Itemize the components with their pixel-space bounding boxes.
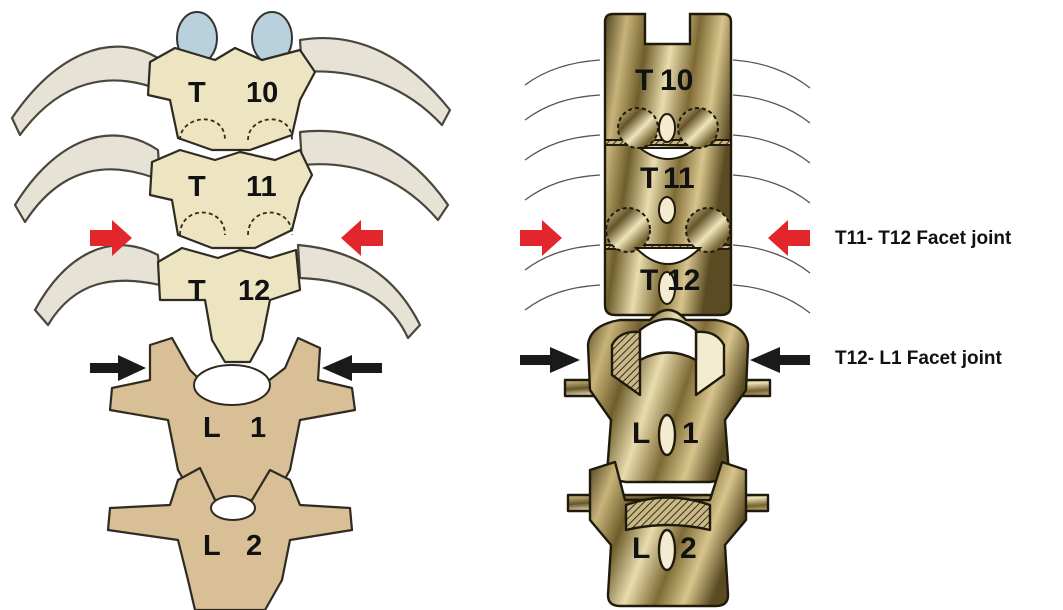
lumbar-frames	[565, 310, 770, 606]
left-label-t12-number: 12	[238, 275, 270, 307]
rib-t10-left	[12, 47, 160, 135]
red-arrow-right-figure-right	[768, 220, 810, 256]
right-label-t12-number: 12	[667, 264, 700, 297]
anatomical-spine: T 10 T 11 T 12 L 1 L 2	[12, 12, 450, 610]
right-label-t10-letter: T	[635, 64, 653, 97]
right-label-t11-number: 11	[663, 162, 695, 195]
black-arrow-left-figure-right	[322, 355, 382, 381]
spinal-canal-left	[194, 365, 270, 405]
t12-l1-facet-joint-label: T12- L1 Facet joint	[835, 348, 1002, 370]
rib-t12-left	[35, 245, 160, 325]
red-arrow-left-figure-right	[341, 220, 383, 256]
right-label-t10-number: 10	[660, 64, 693, 97]
left-label-t10-number: 10	[246, 77, 278, 109]
spinal-canal-left-l2	[211, 496, 255, 520]
t11-t12-facet-joint-label: T11- T12 Facet joint	[835, 228, 1011, 250]
left-label-t10-letter: T	[188, 77, 206, 109]
vertebra-t11-shape	[150, 150, 312, 248]
vertebra-t12-shape	[158, 248, 300, 362]
rib-t11-right	[300, 131, 448, 220]
left-label-l1-letter: L	[203, 412, 221, 444]
red-arrow-right-figure-left	[520, 220, 562, 256]
right-label-t12-letter: T	[640, 264, 658, 297]
black-arrow-right-figure-right	[750, 347, 810, 373]
left-label-l1-number: 1	[250, 412, 266, 444]
rib-t12-right	[298, 245, 420, 338]
left-label-t11-letter: T	[188, 171, 206, 203]
right-label-l1-letter: L	[632, 417, 650, 450]
right-label-l2-letter: L	[632, 532, 650, 565]
black-arrow-right-figure-left	[520, 347, 580, 373]
rib-t10-right	[300, 38, 450, 125]
thoracic-vertebrae	[148, 48, 315, 362]
left-label-t11-number: 11	[246, 171, 277, 203]
left-label-l2-number: 2	[246, 530, 262, 562]
mechanical-spine-model: T 10 T 11 T 12 L 1 L 2	[525, 14, 810, 606]
rib-t11-left	[15, 135, 160, 222]
right-label-l2-number: 2	[680, 532, 697, 565]
left-label-t12-letter: T	[188, 275, 206, 307]
right-label-l1-number: 1	[682, 417, 699, 450]
black-arrow-left-figure-left	[90, 355, 146, 381]
right-label-t11-letter: T	[640, 162, 658, 195]
left-label-l2-letter: L	[203, 530, 221, 562]
vertebra-t10-shape	[148, 48, 315, 150]
